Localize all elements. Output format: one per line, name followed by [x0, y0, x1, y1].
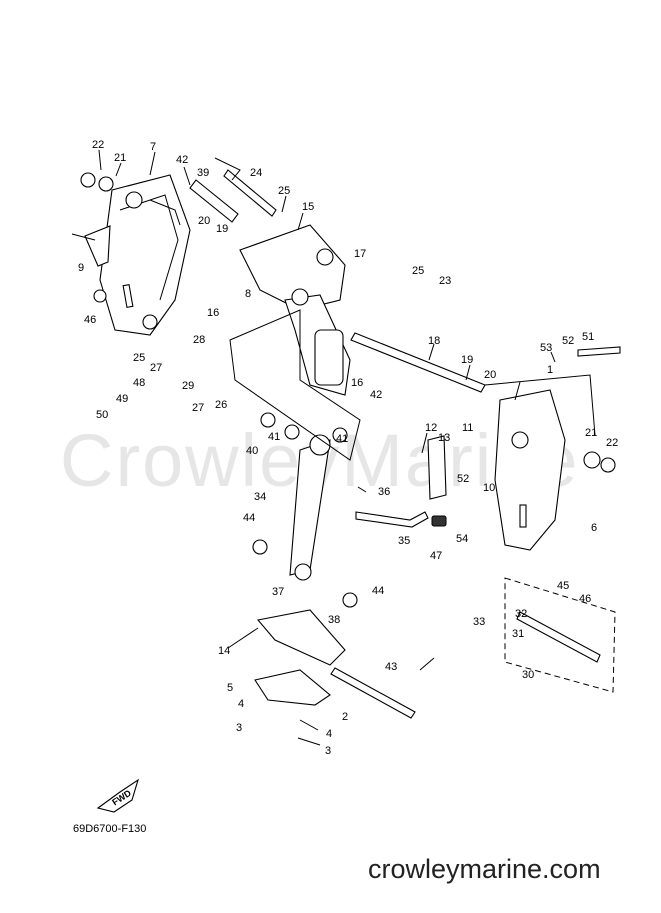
callout-31: 31 — [512, 628, 524, 640]
callout-26: 26 — [215, 399, 227, 411]
callout-28: 28 — [193, 334, 205, 346]
callout-15: 15 — [302, 201, 314, 213]
callout-43: 43 — [385, 661, 397, 673]
callout-33: 33 — [473, 616, 485, 628]
callout-21: 21 — [585, 427, 597, 439]
callout-8: 8 — [245, 288, 251, 300]
callout-25: 25 — [278, 185, 290, 197]
callout-29: 29 — [182, 380, 194, 392]
callout-30: 30 — [522, 669, 534, 681]
callout-7: 7 — [150, 141, 156, 153]
callout-23: 23 — [439, 275, 451, 287]
callout-3: 3 — [325, 745, 331, 757]
callout-20: 20 — [198, 215, 210, 227]
callout-45: 45 — [557, 580, 569, 592]
callout-34: 34 — [254, 491, 266, 503]
callout-19: 19 — [216, 223, 228, 235]
callout-32: 32 — [515, 608, 527, 620]
callout-54: 54 — [456, 533, 468, 545]
callout-39: 39 — [197, 167, 209, 179]
swivel-bracket — [239, 224, 351, 396]
callout-27: 27 — [150, 362, 162, 374]
callout-2: 2 — [342, 711, 348, 723]
callout-41: 41 — [268, 431, 280, 443]
callout-41: 41 — [336, 433, 348, 445]
callout-22: 22 — [92, 139, 104, 151]
callout-44: 44 — [372, 585, 384, 597]
site-footer-text: crowleymarine.com — [368, 854, 601, 884]
callout-47: 47 — [430, 550, 442, 562]
callout-46: 46 — [579, 593, 591, 605]
fwd-arrow: FWD — [96, 778, 139, 813]
callout-22: 22 — [606, 437, 618, 449]
callout-52: 52 — [562, 335, 574, 347]
callout-9: 9 — [78, 262, 84, 274]
callout-24: 24 — [250, 167, 262, 179]
callout-35: 35 — [398, 535, 410, 547]
callout-11: 11 — [462, 422, 473, 434]
callout-37: 37 — [272, 586, 284, 598]
leader-lines — [98, 149, 556, 746]
callout-53: 53 — [540, 342, 552, 354]
callout-44: 44 — [243, 512, 255, 524]
callout-6: 6 — [591, 522, 597, 534]
callout-3: 3 — [236, 722, 242, 734]
callout-25: 25 — [412, 265, 424, 277]
tilt-cylinder — [289, 434, 331, 581]
diagram-code: 69D6700-F130 — [73, 823, 147, 835]
callout-21: 21 — [114, 152, 126, 164]
callout-27: 27 — [192, 402, 204, 414]
callout-42: 42 — [176, 154, 188, 166]
callout-19: 19 — [461, 354, 473, 366]
callout-4: 4 — [238, 698, 244, 710]
callout-1: 1 — [547, 364, 553, 376]
callout-46: 46 — [84, 314, 96, 326]
callout-25: 25 — [133, 352, 145, 364]
callout-10: 10 — [483, 482, 495, 494]
callout-16: 16 — [207, 307, 219, 319]
callout-48: 48 — [133, 377, 145, 389]
clamp-bracket-right — [494, 389, 566, 551]
callout-40: 40 — [246, 445, 258, 457]
callout-5: 5 — [227, 682, 233, 694]
callout-20: 20 — [484, 369, 496, 381]
callout-17: 17 — [354, 248, 366, 260]
callout-50: 50 — [96, 409, 108, 421]
clamp-bracket-left — [99, 174, 191, 336]
callout-51: 51 — [582, 331, 594, 343]
callout-52: 52 — [457, 473, 469, 485]
callout-12: 12 — [425, 422, 437, 434]
callout-4: 4 — [326, 728, 332, 740]
callout-42: 42 — [370, 389, 382, 401]
callout-36: 36 — [378, 486, 390, 498]
callout-18: 18 — [428, 335, 440, 347]
callout-49: 49 — [116, 393, 128, 405]
callout-38: 38 — [328, 614, 340, 626]
callout-16: 16 — [351, 377, 363, 389]
callout-13: 13 — [438, 432, 450, 444]
callout-14: 14 — [218, 645, 230, 657]
